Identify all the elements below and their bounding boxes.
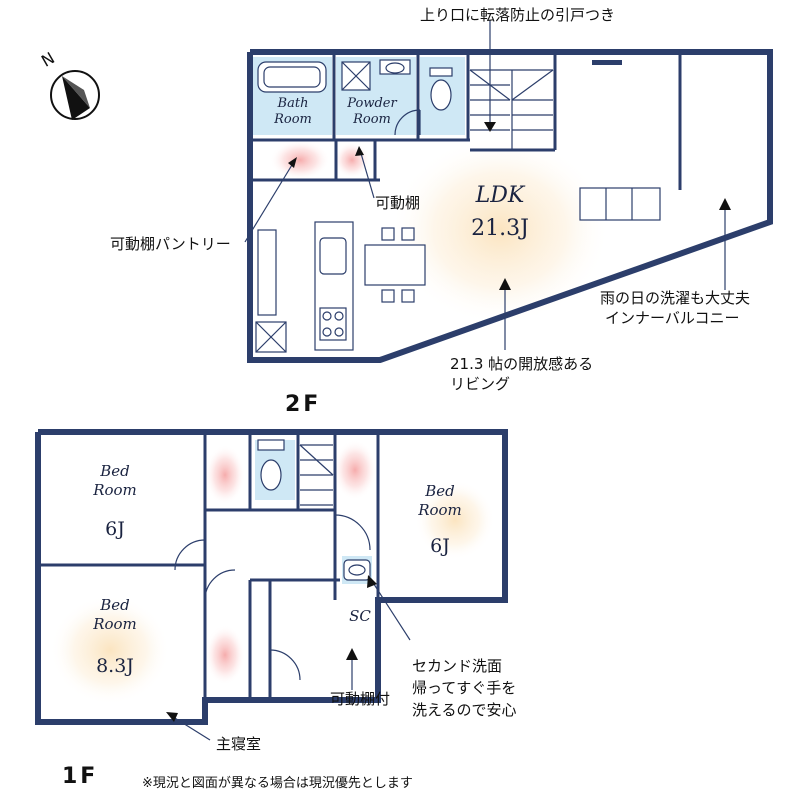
sofa <box>579 187 661 221</box>
door-arc-entrance <box>269 649 301 681</box>
tv <box>592 60 622 65</box>
annotation-second-wash-3: 洗えるので安心 <box>412 701 517 719</box>
stove <box>319 307 347 341</box>
floor-1-outer-wall <box>35 429 508 725</box>
floor-2-label: 2F <box>285 392 322 417</box>
bed-1-label: Bed Room <box>93 462 137 499</box>
kitchen-sink <box>319 237 347 275</box>
annotation-stairs-guard: 上り口に転落防止の引戸つき <box>420 6 616 24</box>
annotation-balcony-1: 雨の日の洗濯も大丈夫 <box>600 289 751 307</box>
floor-1-plan <box>35 429 508 741</box>
annotation-shelf-1f: 可動棚付 <box>330 690 391 708</box>
kitchen-counter <box>314 221 354 351</box>
bed-2-label: Bed Room <box>418 482 462 519</box>
door-arc-bed-3 <box>204 569 236 601</box>
pantry-shelf <box>257 229 277 316</box>
pantry-highlight <box>270 140 330 180</box>
shelf-highlight <box>334 142 370 178</box>
toilet-2f <box>430 79 452 111</box>
toilet-2f-tank <box>429 67 453 77</box>
ldk-label: LDK <box>475 183 525 208</box>
annotation-balcony-2: インナーバルコニー <box>605 309 740 327</box>
floor-1-label: 1F <box>62 764 99 789</box>
bed-1-size: 6J <box>105 518 125 540</box>
master-highlight <box>50 595 170 705</box>
annotation-living-1: 21.3 帖の開放感ある <box>450 355 594 373</box>
bath-room-label: Bath Room <box>274 96 312 128</box>
annotation-pantry: 可動棚パントリー <box>110 235 231 253</box>
ldk-size: 21.3J <box>471 216 529 241</box>
compass-icon <box>50 70 100 120</box>
stairs-1f <box>299 444 334 506</box>
powder-sink <box>379 59 411 75</box>
closet-1-highlight <box>205 445 245 505</box>
stairs-2f <box>469 20 554 150</box>
toilet-1f-tank <box>257 439 285 451</box>
closet-3-highlight <box>205 625 245 685</box>
bed-3-label: Bed Room <box>93 596 137 633</box>
annotation-living-2: リビング <box>450 375 511 393</box>
floor-2-plan <box>244 20 773 363</box>
dining-table <box>364 244 426 286</box>
floor-2-outer-wall <box>247 49 773 363</box>
toilet-1f <box>260 459 282 491</box>
door-arc-bed-2 <box>334 514 371 551</box>
bed-2-highlight <box>415 480 495 560</box>
sc-label: SC <box>349 607 371 625</box>
closet-2-highlight <box>333 440 377 500</box>
disclaimer-note: ※現況と図面が異なる場合は現況優先とします <box>142 776 413 791</box>
annotation-second-wash-1: セカンド洗面 <box>412 657 503 675</box>
annotation-second-wash-2: 帰ってすぐ手を <box>412 679 517 697</box>
bed-2-size: 6J <box>430 535 450 557</box>
powder-room-label: Powder Room <box>347 96 397 128</box>
bed-3-size: 8.3J <box>96 655 134 677</box>
door-arc-bed-1 <box>174 539 206 571</box>
annotation-master: 主寝室 <box>216 735 262 753</box>
annotation-shelf-2f: 可動棚 <box>375 194 421 212</box>
second-wash-sink <box>343 559 371 581</box>
bathtub <box>257 61 327 93</box>
ldk-highlight <box>390 135 610 325</box>
